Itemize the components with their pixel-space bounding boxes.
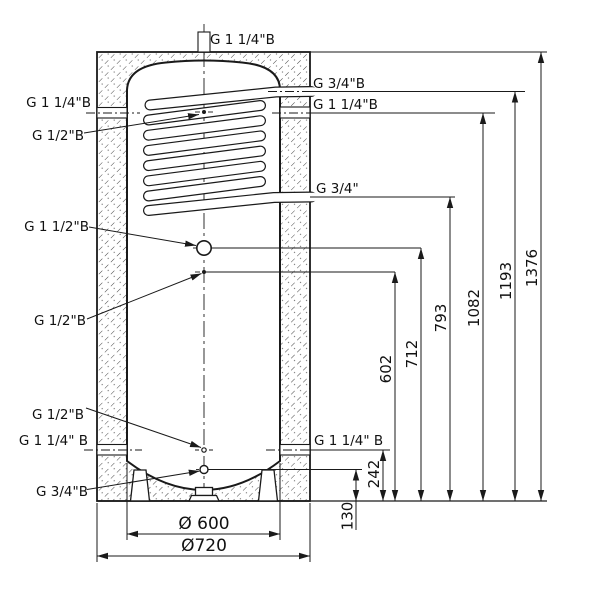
sensor-upper-point xyxy=(202,110,206,114)
label-front-port: G 1 1/2"B xyxy=(24,219,89,235)
label-drain-port: G 3/4"B xyxy=(36,484,88,500)
extension-lines xyxy=(96,51,547,562)
label-coil-outlet: G 3/4" xyxy=(316,181,359,197)
label-top-port: G 1 1/4"B xyxy=(210,32,275,48)
leader-lines xyxy=(83,113,202,490)
label-sensor-lower: G 1/2"B xyxy=(32,407,84,423)
label-sensor-upper: G 1/2"B xyxy=(32,128,84,144)
top-port-nozzle xyxy=(197,31,211,53)
label-left-upper-port: G 1 1/4"B xyxy=(26,95,91,111)
coil-heat-exchanger xyxy=(143,86,318,216)
dim-1082: 1082 xyxy=(465,289,483,327)
sensor-points xyxy=(195,110,213,453)
label-coil-inlet: G 3/4"B xyxy=(313,76,365,92)
dim-793: 793 xyxy=(432,304,450,333)
label-right-upper-port: G 1 1/4"B xyxy=(313,97,378,113)
dim-diameter-720: Ø720 xyxy=(181,536,227,556)
right-upper-port-sleeve xyxy=(279,106,311,119)
dim-242: 242 xyxy=(365,460,383,489)
sensor-lower-point xyxy=(201,447,207,453)
sensor-middle-point xyxy=(202,270,206,274)
dim-1376: 1376 xyxy=(523,249,541,287)
label-sensor-middle: G 1/2"B xyxy=(34,313,86,329)
dim-712: 712 xyxy=(403,340,421,369)
dim-diameter-600: Ø 600 xyxy=(178,514,229,534)
right-foot xyxy=(257,469,279,502)
dim-130: 130 xyxy=(339,502,357,531)
dimension-lines xyxy=(97,52,545,560)
label-right-lower-port: G 1 1/4" B xyxy=(314,433,383,449)
dim-602: 602 xyxy=(377,355,395,384)
drain-stub xyxy=(194,486,214,497)
left-foot xyxy=(129,469,151,502)
label-left-lower-port: G 1 1/4" B xyxy=(19,433,88,449)
center-foot xyxy=(187,494,221,502)
dim-1193: 1193 xyxy=(497,262,515,300)
